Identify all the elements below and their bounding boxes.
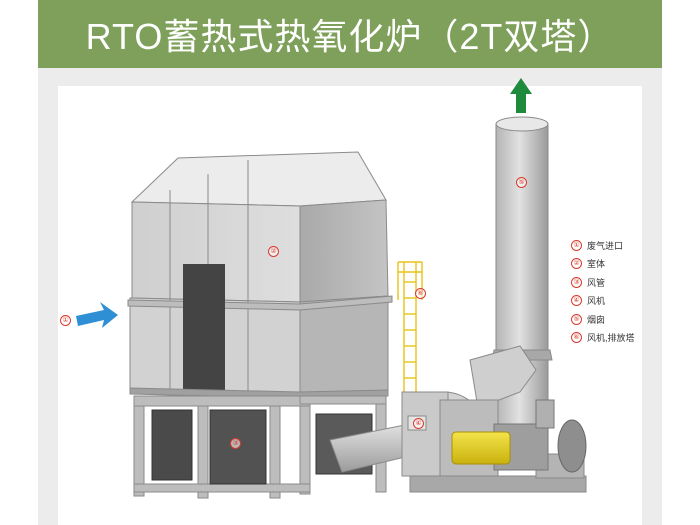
legend-label: 风机 <box>587 296 606 307</box>
legend-number: ④ <box>571 295 582 307</box>
callout-inlet: ① <box>60 315 71 326</box>
legend-item: ① 废气进口 <box>571 236 661 255</box>
legend-number: ⑥ <box>571 332 582 344</box>
callout-stack: ⑤ <box>516 177 527 188</box>
ladder <box>397 261 423 405</box>
legend-number: ⑤ <box>571 313 582 325</box>
legend-item: ④ 风机 <box>571 292 661 311</box>
fan-unit <box>401 345 587 493</box>
legend-item: ⑥ 风机,排放塔 <box>571 329 661 348</box>
legend-number: ② <box>571 258 582 270</box>
legend-item: ② 室体 <box>571 255 661 274</box>
legend-item: ⑤ 烟囱 <box>571 310 661 329</box>
motor-coupling <box>451 431 511 465</box>
page-title: RTO蓄热式热氧化炉（2T双塔） <box>85 16 615 57</box>
legend-number: ① <box>571 239 582 251</box>
legend-label: 废气进口 <box>587 240 624 251</box>
legend-item: ③ 风管 <box>571 273 661 292</box>
callout-fan: ④ <box>413 418 424 429</box>
outlet-arrow <box>510 78 532 113</box>
legend-number: ③ <box>571 276 582 288</box>
legend-label: 烟囱 <box>587 314 606 325</box>
legend: ① 废气进口 ② 室体 ③ 风管 ④ 风机 ⑤ 烟囱 ⑥ 风机,排放塔 <box>571 236 661 347</box>
legend-label: 风机,排放塔 <box>587 333 635 344</box>
title-bar: RTO蓄热式热氧化炉（2T双塔） <box>38 0 662 68</box>
inlet-arrow <box>76 302 118 328</box>
callout-duct: ③ <box>230 438 241 449</box>
rto-chamber <box>127 151 393 399</box>
legend-label: 室体 <box>587 259 606 270</box>
callout-chamber: ② <box>268 246 279 257</box>
callout-ladder: ⑥ <box>415 288 426 299</box>
legend-label: 风管 <box>587 277 606 288</box>
